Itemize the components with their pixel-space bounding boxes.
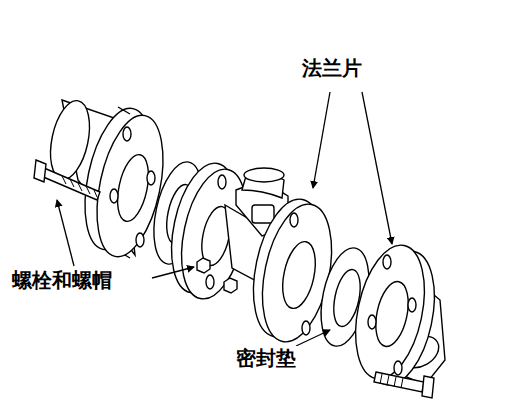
part-label: 密封垫 — [234, 346, 298, 370]
leader-line — [313, 92, 330, 188]
right-flange — [345, 239, 446, 391]
part-label: 法兰片 — [300, 56, 364, 80]
part-label: 螺栓和螺帽 — [10, 268, 114, 292]
leader-line — [296, 330, 330, 346]
bolt — [34, 160, 100, 200]
nut — [224, 278, 237, 293]
leader-line — [362, 92, 392, 244]
leader-line — [57, 200, 74, 266]
bolt — [374, 372, 434, 398]
nut — [197, 258, 210, 273]
leader-line — [152, 267, 194, 278]
valve-body — [161, 157, 343, 348]
